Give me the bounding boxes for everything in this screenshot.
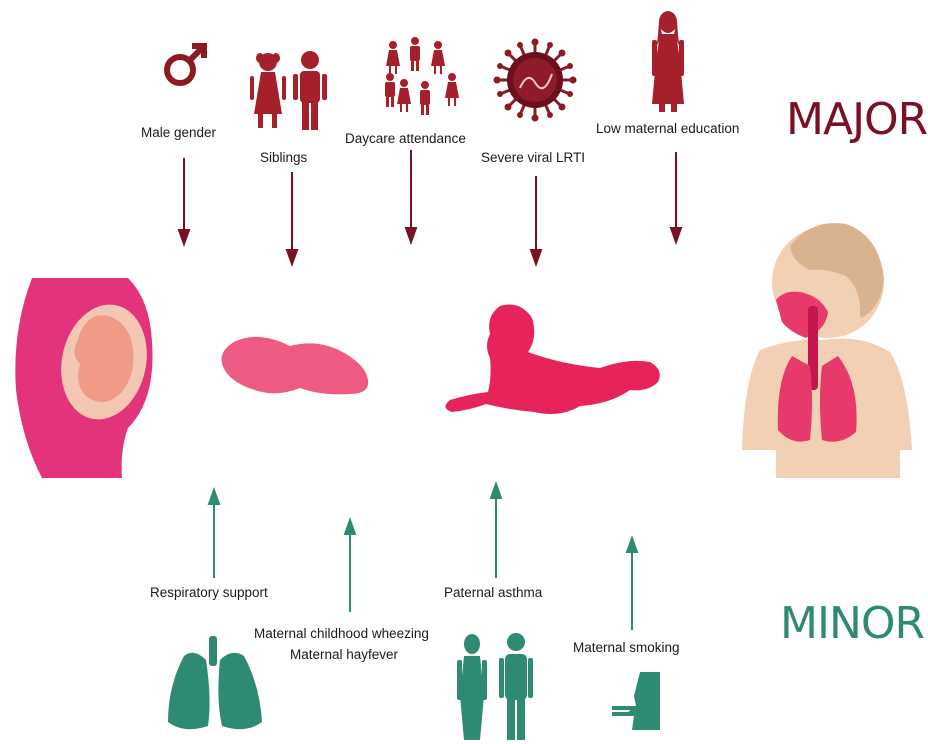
label-respiratory-support: Respiratory support [150, 585, 268, 600]
label-male-gender: Male gender [141, 125, 216, 140]
parents-icon [457, 633, 533, 740]
label-low-maternal-education: Low maternal education [596, 121, 739, 136]
label-siblings: Siblings [260, 150, 307, 165]
heading-major: MAJOR [786, 94, 927, 145]
label-daycare-attendance: Daycare attendance [345, 131, 466, 146]
label-maternal-childhood-wheezing: Maternal childhood wheezing [254, 626, 429, 641]
label-severe-viral-lrti: Severe viral LRTI [481, 150, 585, 165]
label-maternal-hayfever: Maternal hayfever [290, 647, 398, 662]
label-paternal-asthma: Paternal asthma [444, 585, 542, 600]
lungs-icon [168, 636, 262, 729]
label-maternal-smoking: Maternal smoking [573, 640, 680, 655]
heading-minor: MINOR [780, 598, 924, 649]
smoking-icon [612, 672, 660, 730]
